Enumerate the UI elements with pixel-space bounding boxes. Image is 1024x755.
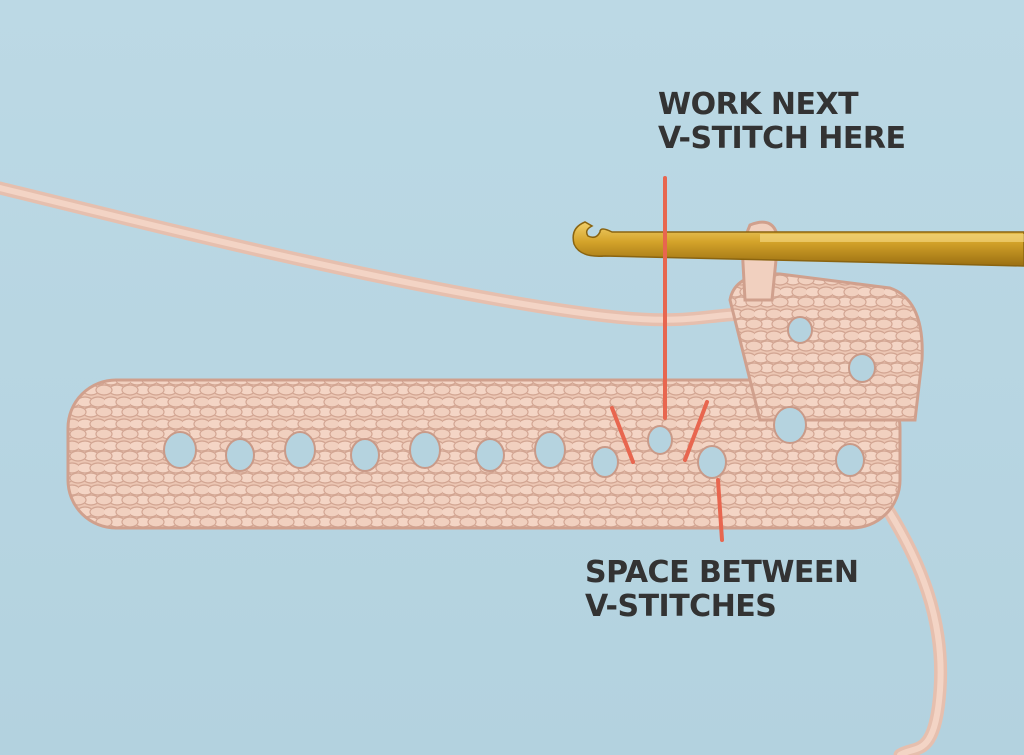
annotation-space-between-v-stitches: SPACE BETWEEN V-STITCHES: [585, 556, 859, 624]
annotation-work-next-v-stitch: WORK NEXT V-STITCH HERE: [658, 87, 906, 156]
pointer-line-v-right: [683, 400, 709, 462]
annotation-top-line-1: WORK NEXT: [658, 87, 859, 122]
crochet-hook-icon: [572, 221, 1024, 267]
pointer-lines: [610, 176, 724, 542]
pointer-line-v-left: [610, 406, 635, 464]
stitch-gaps: [163, 316, 876, 479]
pointer-line-space: [716, 478, 724, 542]
annotation-bottom-line-2: V-STITCHES: [585, 589, 777, 624]
crochet-swatch: [66, 220, 924, 530]
annotation-bottom-line-1: SPACE BETWEEN: [585, 555, 859, 590]
annotation-top-line-2: V-STITCH HERE: [658, 121, 906, 156]
